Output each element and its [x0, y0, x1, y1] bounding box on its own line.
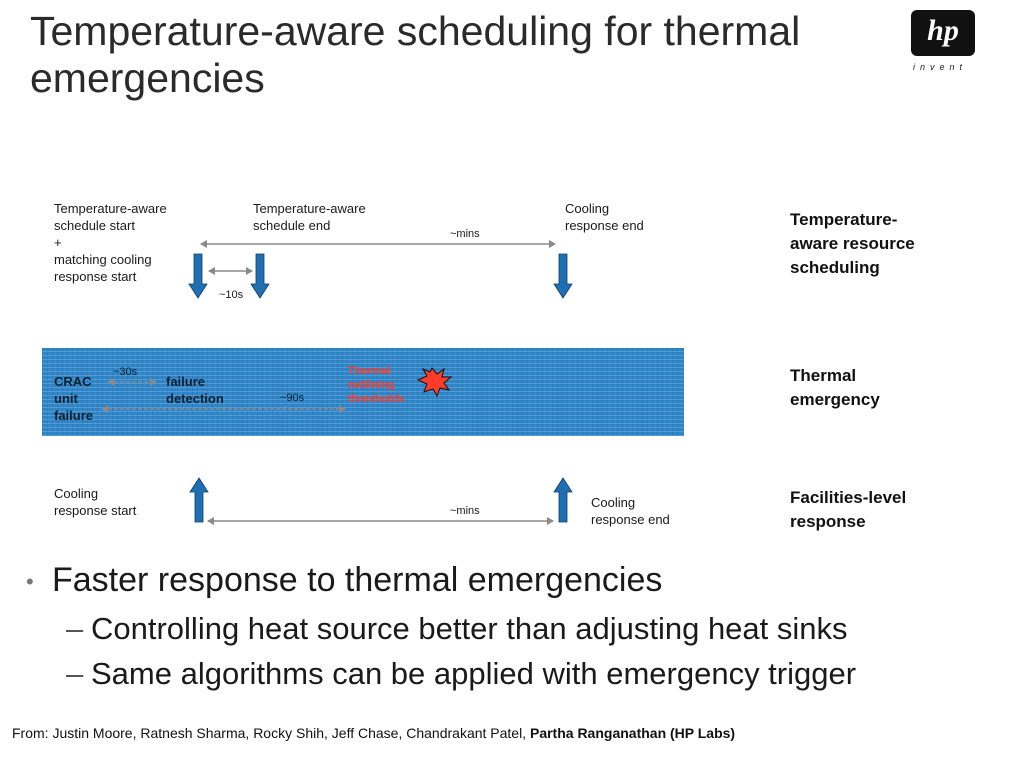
- side-label-thermal-emergency: Thermal emergency: [790, 364, 880, 412]
- schedule-end-line2: schedule end: [253, 218, 331, 233]
- schedule-start-label: Temperature-aware schedule start + match…: [54, 200, 167, 285]
- bottom-mins-label: ~mins: [450, 505, 480, 517]
- ninety-seconds-label: ~90s: [280, 392, 305, 404]
- thirty-seconds-label: ~30s: [113, 366, 138, 378]
- schedule-start-down-arrow: [188, 253, 208, 299]
- schedule-start-line1: Temperature-aware: [54, 201, 167, 216]
- explosion-icon: [416, 367, 453, 398]
- hazard-line2: redlining: [348, 379, 395, 391]
- hp-logo-letters: hp: [927, 14, 959, 47]
- cooling-start-line1: Cooling: [54, 486, 99, 501]
- cooling-end-top-line2: response end: [565, 218, 644, 233]
- crac-line1: CRAC: [54, 374, 92, 389]
- footer-credits: From: Justin Moore, Ratnesh Sharma, Rock…: [12, 724, 735, 742]
- schedule-end-line1: Temperature-aware: [253, 201, 366, 216]
- hazard-line3: thresholds: [348, 393, 405, 405]
- cooling-end-bottom-line2: response end: [591, 512, 670, 527]
- side-scheduling-line2: aware resource: [790, 234, 915, 253]
- side-facilities-line1: Facilities-level: [790, 488, 907, 507]
- side-label-scheduling: Temperature- aware resource scheduling: [790, 208, 915, 280]
- side-emergency-line1: Thermal: [790, 366, 857, 385]
- thermal-thresholds-label: Thermal redlining thresholds: [348, 364, 404, 406]
- schedule-start-line2: schedule start: [54, 218, 135, 233]
- cooling-start-line2: response start: [54, 503, 137, 518]
- top-mins-label: ~mins: [450, 228, 480, 240]
- schedule-start-line3: +: [54, 235, 62, 250]
- sub-bullet-1-text: Controlling heat source better than adju…: [91, 611, 848, 646]
- schedule-end-label: Temperature-aware schedule end: [253, 200, 366, 234]
- footer-authors: From: Justin Moore, Ratnesh Sharma, Rock…: [12, 725, 530, 741]
- cooling-end-top-line1: Cooling: [565, 201, 610, 216]
- hp-logo: hp invent: [905, 10, 985, 78]
- cooling-end-bottom-up-arrow: [553, 477, 573, 523]
- detection-line2: detection: [166, 391, 224, 406]
- bullet-dot: •: [26, 569, 34, 594]
- hazard-line1: Thermal: [348, 365, 391, 377]
- schedule-end-down-arrow: [250, 253, 270, 299]
- side-emergency-line2: emergency: [790, 390, 880, 409]
- cooling-response-start-label: Cooling response start: [54, 485, 136, 519]
- crac-line3: failure: [54, 408, 94, 423]
- main-bullet-text: Faster response to thermal emergencies: [52, 561, 663, 599]
- crac-line2: unit: [54, 391, 78, 406]
- side-label-facilities: Facilities-level response: [790, 486, 906, 534]
- cooling-end-top-down-arrow: [553, 253, 573, 299]
- cooling-response-end-bottom-label: Cooling response end: [591, 494, 670, 528]
- cooling-end-bottom-line1: Cooling: [591, 495, 636, 510]
- hp-logo-mark: hp: [911, 10, 975, 56]
- cooling-response-end-top-label: Cooling response end: [565, 200, 644, 234]
- sub-bullet-2-text: Same algorithms can be applied with emer…: [91, 656, 857, 691]
- detection-line1: failure: [166, 374, 206, 389]
- ten-seconds-label: ~10s: [219, 289, 244, 301]
- side-scheduling-line3: scheduling: [790, 258, 880, 277]
- side-scheduling-line1: Temperature-: [790, 210, 898, 229]
- hp-logo-tagline: invent: [913, 62, 968, 72]
- schedule-start-line4: matching cooling: [54, 252, 152, 267]
- slide-title: Temperature-aware scheduling for thermal…: [30, 8, 801, 101]
- cooling-start-up-arrow: [189, 477, 209, 523]
- side-facilities-line2: response: [790, 512, 866, 531]
- schedule-start-line5: response start: [54, 269, 137, 284]
- failure-detection-label: failure detection: [166, 373, 224, 407]
- sub-bullet-2-dash: –: [66, 656, 84, 691]
- crac-failure-label: CRAC unit failure: [54, 373, 93, 424]
- thermal-emergency-band: [42, 348, 684, 436]
- sub-bullet-1-dash: –: [66, 611, 84, 646]
- footer-bold-author: Partha Ranganathan (HP Labs): [529, 725, 736, 741]
